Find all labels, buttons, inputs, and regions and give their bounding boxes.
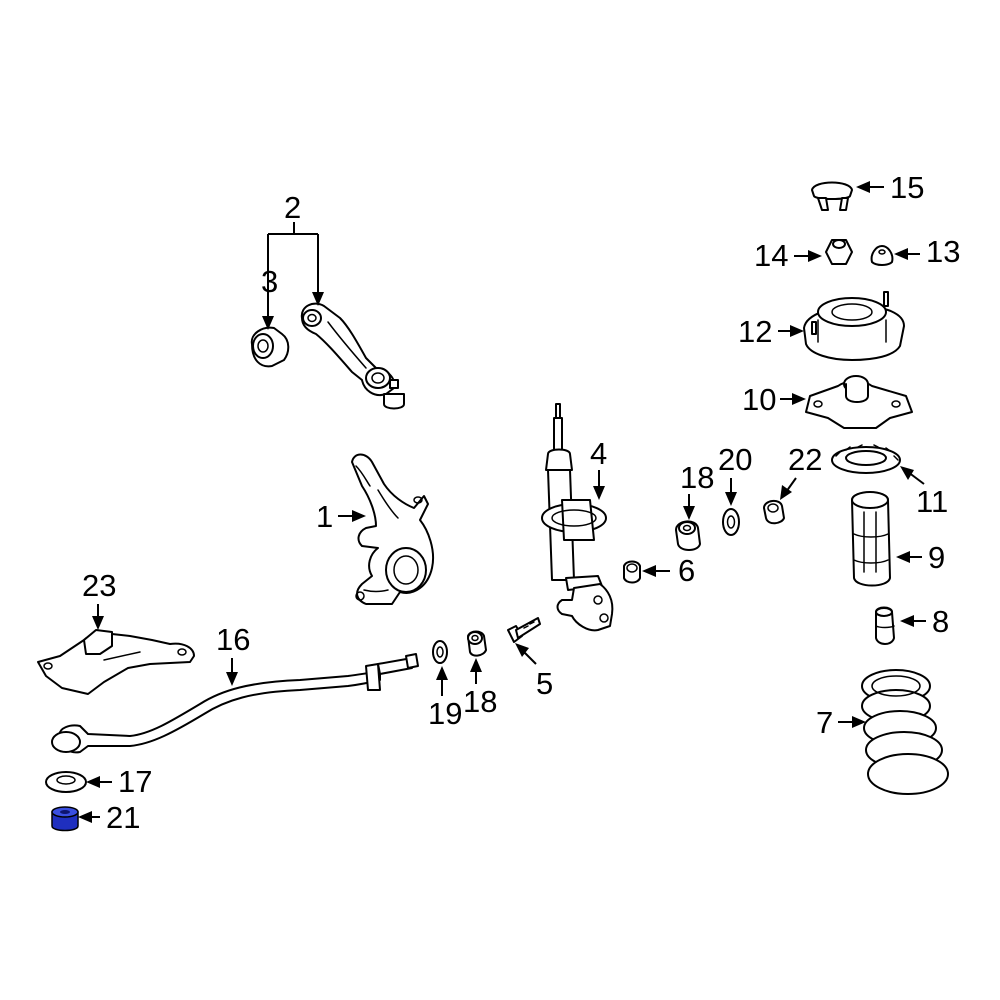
part-14-nut[interactable] xyxy=(825,239,853,265)
part-19-washer-lower[interactable] xyxy=(432,640,448,664)
part-16-stabilizer-bar[interactable] xyxy=(51,653,419,754)
part-4-strut-assembly[interactable] xyxy=(541,403,614,632)
part-1-steering-knuckle[interactable] xyxy=(351,453,434,605)
part-22-bushing[interactable] xyxy=(763,500,785,525)
callout-23-label: 23 xyxy=(82,568,116,603)
callout-18-upper-label: 18 xyxy=(680,460,714,495)
callout-17-label: 17 xyxy=(118,764,152,799)
callout-14: 14 xyxy=(754,238,822,273)
callout-15-label: 15 xyxy=(890,170,924,205)
callout-18-lower: 18 xyxy=(463,658,497,719)
callout-12-label: 12 xyxy=(738,314,772,349)
callout-5: 5 xyxy=(515,643,553,701)
callout-5-label: 5 xyxy=(536,666,553,701)
callout-16-label: 16 xyxy=(216,622,250,657)
callout-19: 19 xyxy=(428,666,462,731)
callout-7: 7 xyxy=(816,705,866,740)
part-9-dust-boot[interactable] xyxy=(851,491,891,587)
callout-13: 13 xyxy=(894,234,960,269)
part-18-bushing-upper[interactable] xyxy=(675,520,701,551)
part-7-coil-spring[interactable] xyxy=(861,669,949,795)
part-3-bushing[interactable] xyxy=(250,326,290,368)
part-5-bolt[interactable] xyxy=(507,617,541,643)
callout-4: 4 xyxy=(590,436,607,500)
callout-14-label: 14 xyxy=(754,238,788,273)
part-17-washer[interactable] xyxy=(45,771,87,793)
callout-15: 15 xyxy=(856,170,924,205)
callout-21-label: 21 xyxy=(106,800,140,835)
callout-2-label: 2 xyxy=(284,190,301,225)
callout-1-label: 1 xyxy=(316,499,333,534)
part-23-bracket[interactable] xyxy=(37,629,195,695)
callout-8: 8 xyxy=(900,604,949,639)
callout-16: 16 xyxy=(216,622,250,686)
part-15-cap[interactable] xyxy=(811,181,853,211)
callout-6: 6 xyxy=(642,553,695,588)
part-12-upper-mount[interactable] xyxy=(803,291,905,361)
callout-22: 22 xyxy=(780,442,822,500)
callout-1: 1 xyxy=(316,499,366,534)
callout-11: 11 xyxy=(900,466,948,519)
part-18-bushing-lower[interactable] xyxy=(467,630,487,657)
callout-9-label: 9 xyxy=(928,540,945,575)
callout-22-label: 22 xyxy=(788,442,822,477)
part-6-nut[interactable] xyxy=(623,560,641,584)
callout-3: 3 xyxy=(261,264,278,299)
callout-18-lower-label: 18 xyxy=(463,684,497,719)
callout-2: 2 xyxy=(262,190,324,330)
callout-4-label: 4 xyxy=(590,436,607,471)
callout-7-label: 7 xyxy=(816,705,833,740)
callout-20: 20 xyxy=(718,442,752,506)
part-8-bump-stop[interactable] xyxy=(875,606,895,645)
callout-8-label: 8 xyxy=(932,604,949,639)
callout-10: 10 xyxy=(742,382,806,417)
callout-6-label: 6 xyxy=(678,553,695,588)
callout-20-label: 20 xyxy=(718,442,752,477)
part-20-washer[interactable] xyxy=(722,508,740,536)
callout-9: 9 xyxy=(896,540,945,575)
callout-19-label: 19 xyxy=(428,696,462,731)
callout-12: 12 xyxy=(738,314,804,349)
callout-21: 21 xyxy=(78,800,140,835)
callout-23: 23 xyxy=(82,568,116,630)
part-13-nut[interactable] xyxy=(870,245,894,266)
callout-3-label: 3 xyxy=(261,264,278,299)
part-2-control-arm[interactable] xyxy=(300,302,405,410)
part-11-insulator[interactable] xyxy=(831,444,901,474)
part-10-spring-seat[interactable] xyxy=(805,375,913,429)
callout-18-upper: 18 xyxy=(680,460,714,520)
callout-13-label: 13 xyxy=(926,234,960,269)
callout-17: 17 xyxy=(86,764,152,799)
callout-11-label: 11 xyxy=(916,484,948,519)
part-21-bushing-highlighted[interactable] xyxy=(51,806,79,832)
callout-10-label: 10 xyxy=(742,382,776,417)
